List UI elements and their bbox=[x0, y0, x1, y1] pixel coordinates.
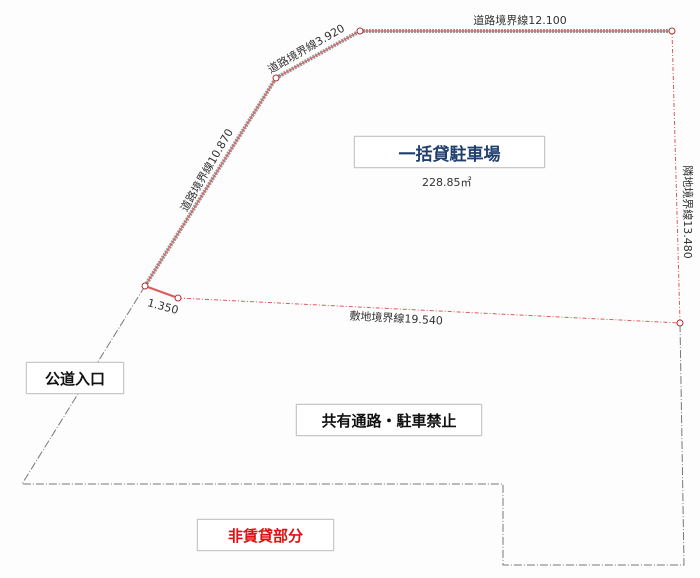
road-boundary-line bbox=[144, 30, 672, 287]
parking-title-box: 一括貸駐車場 bbox=[354, 136, 545, 168]
non-rental-box: 非賃貸部分 bbox=[197, 519, 334, 551]
parking-title: 一括貸駐車場 bbox=[398, 144, 501, 165]
neighbor-right-label: 隣地境界線13.480 bbox=[681, 165, 695, 259]
road-diag-short-label: 道路境界線3.920 bbox=[265, 21, 347, 76]
boundary-point bbox=[141, 282, 149, 290]
boundary-point bbox=[668, 27, 676, 35]
neighbor-boundary-line bbox=[671, 30, 681, 324]
boundary-point bbox=[272, 74, 280, 82]
non-rental-label: 非賃貸部分 bbox=[227, 526, 303, 545]
shared-path-box: 共有通路・駐車禁止 bbox=[296, 404, 482, 436]
site-boundary-label: 敷地境界線19.540 bbox=[349, 309, 443, 328]
shared-path-label: 共有通路・駐車禁止 bbox=[321, 411, 457, 430]
entrance-label: 公道入口 bbox=[44, 369, 105, 388]
road-top-label: 道路境界線12.100 bbox=[473, 13, 567, 27]
boundary-point bbox=[356, 27, 364, 35]
corner-boundary-line bbox=[144, 285, 179, 299]
shared-area-outline bbox=[21, 285, 685, 566]
site-boundary-line bbox=[177, 297, 681, 324]
corner-short-label: 1.350 bbox=[146, 296, 180, 317]
entrance-box: 公道入口 bbox=[26, 362, 124, 394]
parking-area: 228.85㎡ bbox=[422, 176, 472, 189]
road-diag-long-label: 道路境界線10.870 bbox=[177, 126, 236, 214]
boundary-point bbox=[676, 319, 684, 327]
boundary-point bbox=[174, 294, 182, 302]
